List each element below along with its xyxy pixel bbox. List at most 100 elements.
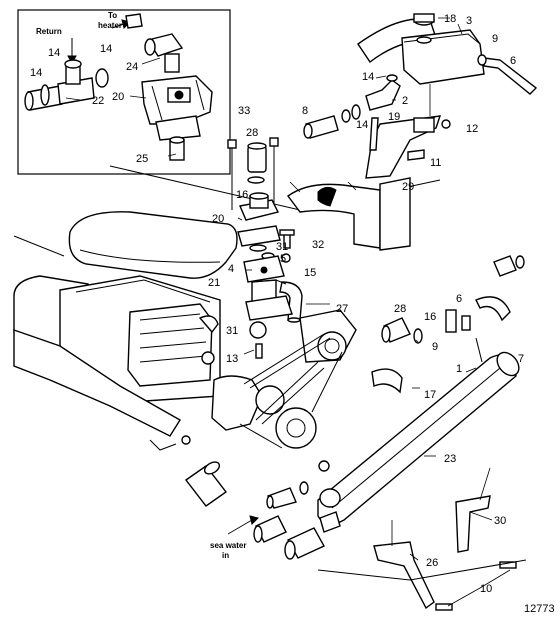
sea-water-label-2: in bbox=[222, 551, 229, 560]
leader-i24 bbox=[141, 57, 161, 65]
nipple-1 bbox=[475, 337, 483, 363]
thermostat-body-hole bbox=[260, 266, 268, 274]
callout-31-top: 31 bbox=[276, 241, 288, 253]
inset-valve-stem bbox=[164, 53, 180, 73]
callout-3: 3 bbox=[466, 15, 472, 27]
bolt-10-left bbox=[435, 603, 453, 611]
fitting-16 bbox=[445, 309, 457, 333]
crank-pulley bbox=[275, 407, 317, 449]
inset-bracket-hole bbox=[174, 90, 184, 100]
bolt-33-left-head bbox=[227, 139, 237, 149]
water-pump-assembly bbox=[211, 309, 357, 472]
bracket-plate bbox=[413, 117, 435, 133]
inset-bracket-ribs bbox=[151, 79, 205, 121]
callout-i24: 24 bbox=[126, 61, 138, 73]
sea-water-hoses bbox=[184, 461, 325, 560]
callout-6-right: 6 bbox=[456, 293, 462, 305]
thermostat-housing-top bbox=[249, 192, 269, 200]
leader-20 bbox=[237, 217, 243, 221]
return-label: Return bbox=[36, 27, 62, 36]
pipe-stub-end bbox=[303, 123, 313, 139]
callout-i25: 25 bbox=[136, 153, 148, 165]
sea-water-arrow-head bbox=[249, 515, 259, 525]
hose-lower-end bbox=[284, 540, 296, 560]
to-heater-label-2: heater bbox=[98, 21, 122, 30]
washer-14b bbox=[351, 104, 361, 120]
inset-plug-top bbox=[169, 136, 185, 144]
callout-16-right: 16 bbox=[424, 311, 436, 323]
callout-i14a: 14 bbox=[30, 67, 42, 79]
fitting-6 bbox=[461, 315, 471, 331]
bolt-13 bbox=[255, 343, 263, 359]
callout-26: 26 bbox=[426, 557, 438, 569]
bracket-26 bbox=[373, 541, 435, 610]
tank-cap-body bbox=[413, 13, 435, 23]
to-heater-arrow bbox=[111, 23, 125, 29]
leader-14a bbox=[375, 75, 387, 79]
sea-water-arrow bbox=[227, 519, 253, 535]
callout-16-top: 16 bbox=[236, 189, 248, 201]
bolt-11 bbox=[407, 149, 425, 161]
callout-5: 5 bbox=[280, 253, 286, 265]
callout-28-right: 28 bbox=[394, 303, 406, 315]
hose-stub-28-end bbox=[381, 325, 391, 343]
nut-12 bbox=[441, 119, 451, 129]
background-line-b bbox=[13, 235, 65, 257]
tension-pulley bbox=[255, 385, 285, 415]
callout-14-top: 14 bbox=[362, 71, 374, 83]
gasket-lower bbox=[245, 295, 293, 321]
callout-15: 15 bbox=[304, 267, 316, 279]
callout-9-right: 9 bbox=[432, 341, 438, 353]
clamp-15 bbox=[275, 279, 287, 285]
callout-i14b: 14 bbox=[48, 47, 60, 59]
inset-clamp-right bbox=[95, 68, 109, 88]
clamp-17 bbox=[371, 368, 403, 394]
exchanger-tube-highlight bbox=[331, 367, 501, 509]
drain-fitting bbox=[149, 439, 177, 451]
sea-water-label-1: sea water bbox=[210, 541, 246, 550]
leader-10 bbox=[447, 569, 511, 607]
callout-6-top: 6 bbox=[510, 55, 516, 67]
callout-17: 17 bbox=[424, 389, 436, 401]
oil-pan bbox=[13, 329, 181, 437]
exchanger-tube-end bbox=[496, 351, 520, 377]
bolt-10-right bbox=[499, 561, 517, 569]
belt-fitting bbox=[318, 460, 330, 472]
leader-i22 bbox=[65, 97, 81, 101]
thermostat-28 bbox=[247, 145, 267, 173]
inset-clamp-left bbox=[40, 84, 50, 106]
callout-8: 8 bbox=[302, 105, 308, 117]
crank-hub bbox=[286, 418, 306, 438]
callout-18: 18 bbox=[444, 13, 456, 25]
leader-i25 bbox=[167, 153, 177, 157]
bracket-connector-lines bbox=[391, 467, 491, 546]
callout-7: 7 bbox=[518, 353, 524, 365]
hose-mid-end bbox=[253, 525, 263, 543]
callout-31-low: 31 bbox=[226, 325, 238, 337]
fitting-top-right bbox=[493, 255, 517, 277]
elbow-fitting bbox=[365, 79, 401, 111]
inset-detail bbox=[17, 9, 231, 175]
heat-exchanger-tube bbox=[266, 351, 520, 533]
valve-cover-ridge bbox=[79, 249, 221, 263]
seal-16 bbox=[247, 176, 265, 184]
callout-13: 13 bbox=[226, 353, 238, 365]
leader-i20 bbox=[129, 95, 147, 99]
callout-20: 20 bbox=[212, 213, 224, 225]
exchanger-seal bbox=[299, 481, 309, 495]
leader-9b bbox=[415, 339, 419, 343]
tank-filler-neck bbox=[416, 36, 432, 44]
washer-4 bbox=[249, 244, 267, 252]
callout-i14c: 14 bbox=[100, 43, 112, 55]
thermostat-28-top bbox=[247, 142, 267, 150]
hose-upper-clamp bbox=[203, 461, 221, 475]
heat-exchanger-port bbox=[317, 186, 337, 207]
expansion-tank-group bbox=[303, 13, 538, 179]
engine-block-top bbox=[75, 279, 211, 303]
pump-fitting bbox=[201, 351, 215, 365]
exchanger-inlet-end bbox=[266, 495, 274, 509]
to-heater-label-1: To bbox=[108, 11, 117, 20]
figure-number: 12773 bbox=[524, 603, 555, 615]
exchanger-bottom-fitting bbox=[319, 511, 341, 533]
